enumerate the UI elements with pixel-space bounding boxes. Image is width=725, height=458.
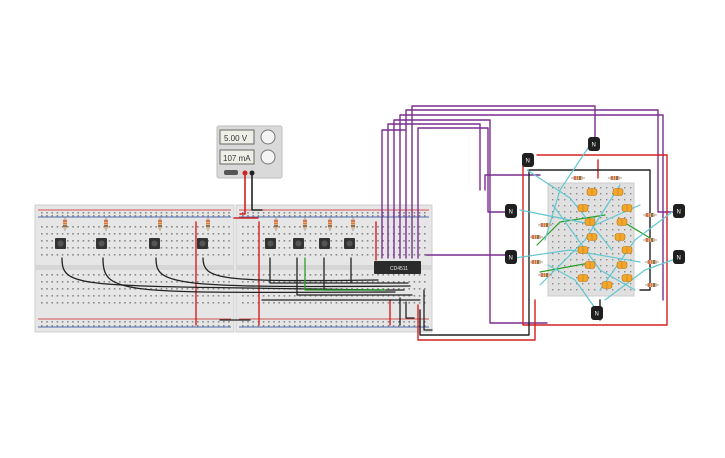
resistor[interactable]	[571, 176, 585, 180]
ic-chip[interactable]: CD4511	[374, 261, 421, 274]
push-button[interactable]	[197, 238, 208, 249]
led[interactable]	[584, 261, 596, 269]
wires	[61, 105, 679, 341]
resistor[interactable]	[643, 238, 657, 242]
resistor[interactable]	[538, 273, 552, 277]
led[interactable]	[621, 246, 633, 254]
push-button[interactable]	[96, 238, 107, 249]
resistor[interactable]	[529, 235, 543, 239]
push-button[interactable]	[149, 238, 160, 249]
led[interactable]	[586, 233, 598, 241]
npn-transistor[interactable]: N	[505, 250, 517, 264]
led[interactable]	[614, 233, 626, 241]
current-readout: 107 mA	[223, 154, 251, 163]
resistor[interactable]	[645, 283, 659, 287]
resistor[interactable]	[274, 217, 278, 231]
led-segments	[577, 188, 633, 289]
supply-red-wire	[239, 172, 246, 215]
transistor-label: N	[509, 210, 513, 216]
push-button[interactable]	[344, 238, 355, 249]
voltage-knob[interactable]	[260, 129, 276, 145]
resistor[interactable]	[158, 217, 162, 231]
transistor-label: N	[526, 159, 530, 165]
resistor[interactable]	[538, 223, 552, 227]
resistor[interactable]	[63, 217, 67, 231]
resistor[interactable]	[643, 213, 657, 217]
npn-transistor[interactable]: N	[588, 137, 600, 151]
resistors	[63, 176, 659, 287]
push-buttons	[55, 238, 355, 249]
transistor-label: N	[677, 210, 681, 216]
led[interactable]	[616, 218, 628, 226]
push-button[interactable]	[265, 238, 276, 249]
led[interactable]	[586, 188, 598, 196]
led[interactable]	[577, 204, 589, 212]
npn-transistor[interactable]: N	[673, 250, 685, 264]
led[interactable]	[584, 218, 596, 226]
resistor[interactable]	[645, 260, 659, 264]
resistor[interactable]	[351, 217, 355, 231]
led[interactable]	[577, 246, 589, 254]
transistors: N N N N N N N	[505, 137, 685, 320]
led[interactable]	[621, 274, 633, 282]
transistor-label: N	[677, 256, 681, 262]
supply-black-wire	[251, 172, 263, 211]
led[interactable]	[612, 188, 624, 196]
transistor-label: N	[509, 256, 513, 262]
voltage-readout: 5.00 V	[224, 134, 248, 143]
led[interactable]	[616, 261, 628, 269]
resistor[interactable]	[529, 260, 543, 264]
resistor[interactable]	[104, 217, 108, 231]
power-supply[interactable]: 5.00 V 107 mA	[216, 125, 283, 179]
power-switch[interactable]	[224, 170, 238, 175]
push-button[interactable]	[293, 238, 304, 249]
ic-label: CD4511	[390, 266, 408, 272]
led[interactable]	[601, 281, 613, 289]
resistor[interactable]	[328, 217, 332, 231]
resistor[interactable]	[303, 217, 307, 231]
resistor[interactable]	[206, 217, 210, 231]
resistor[interactable]	[608, 176, 622, 180]
transistor-label: N	[592, 143, 596, 149]
push-button[interactable]	[55, 238, 66, 249]
npn-transistor[interactable]: N	[673, 204, 685, 218]
transistor-label: N	[595, 312, 599, 318]
current-knob[interactable]	[260, 149, 276, 165]
npn-transistor[interactable]: N	[522, 153, 534, 167]
npn-transistor[interactable]: N	[505, 204, 517, 218]
npn-transistor[interactable]: N	[591, 306, 603, 320]
led[interactable]	[621, 204, 633, 212]
push-button[interactable]	[319, 238, 330, 249]
led[interactable]	[577, 274, 589, 282]
